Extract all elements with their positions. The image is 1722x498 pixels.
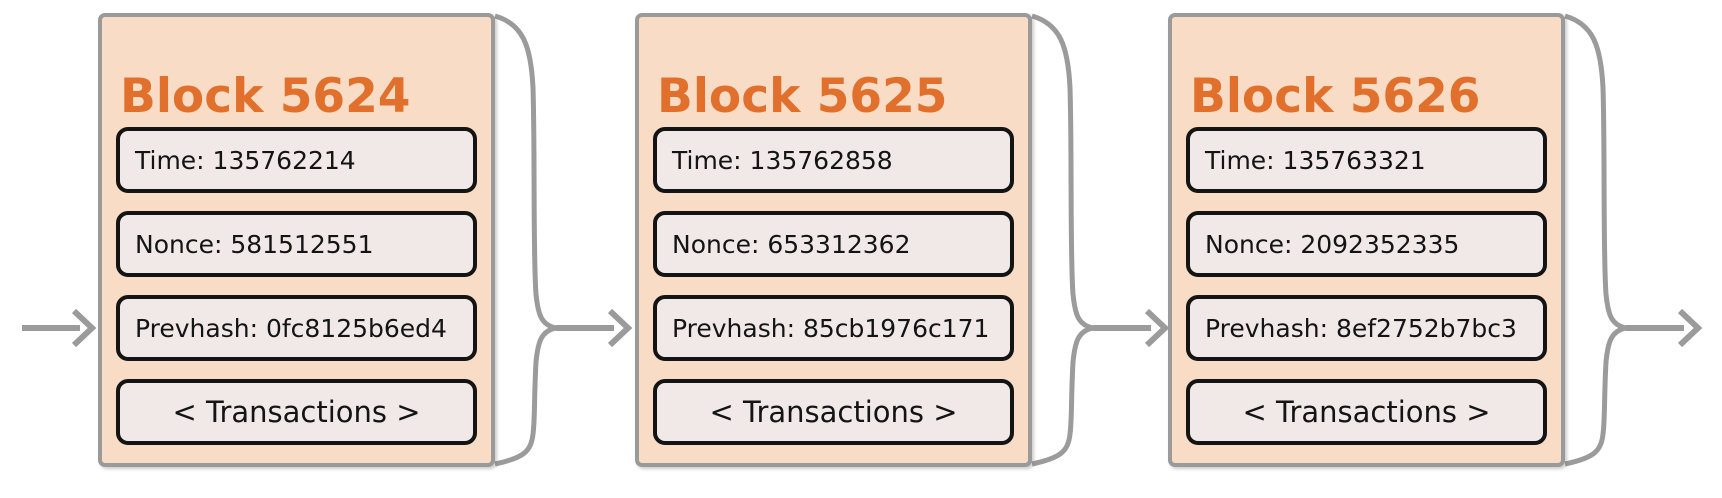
time-field: Time: 135762214	[116, 127, 477, 193]
arrow-5625-to-5626	[1093, 308, 1170, 348]
block-card-5626: Block 5626 Time: 135763321 Nonce: 209235…	[1168, 13, 1565, 467]
prevhash-field: Prevhash: 85cb1976c171	[653, 295, 1014, 361]
nonce-field: Nonce: 581512551	[116, 211, 477, 277]
block-card-5624: Block 5624 Time: 135762214 Nonce: 581512…	[98, 13, 495, 467]
outgoing-hash-arrow	[1626, 308, 1703, 348]
block-title: Block 5626	[1190, 69, 1481, 124]
incoming-prevhash-arrow	[22, 308, 97, 348]
nonce-field: Nonce: 2092352335	[1186, 211, 1547, 277]
block-card-5625: Block 5625 Time: 135762858 Nonce: 653312…	[635, 13, 1032, 467]
block-5625-hash-brace	[1031, 13, 1094, 467]
arrow-5624-to-5625	[556, 308, 633, 348]
block-title: Block 5625	[657, 69, 948, 124]
prevhash-field: Prevhash: 8ef2752b7bc3	[1186, 295, 1547, 361]
prevhash-field: Prevhash: 0fc8125b6ed4	[116, 295, 477, 361]
block-5626-hash-brace	[1564, 13, 1627, 467]
transactions-field: < Transactions >	[653, 379, 1014, 445]
time-field: Time: 135763321	[1186, 127, 1547, 193]
transactions-field: < Transactions >	[116, 379, 477, 445]
block-5624-hash-brace	[494, 13, 557, 467]
nonce-field: Nonce: 653312362	[653, 211, 1014, 277]
time-field: Time: 135762858	[653, 127, 1014, 193]
transactions-field: < Transactions >	[1186, 379, 1547, 445]
block-title: Block 5624	[120, 69, 411, 124]
